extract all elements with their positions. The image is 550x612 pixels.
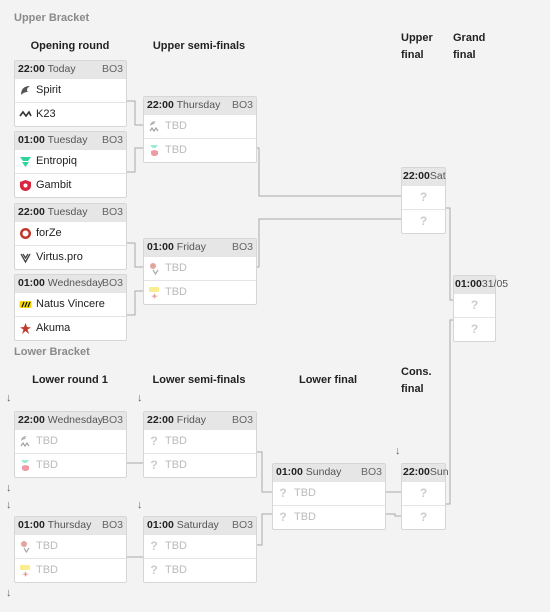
entropiq-gambit-logo-icon bbox=[147, 144, 161, 158]
team-row[interactable]: ? bbox=[454, 317, 495, 341]
match-header: 22:00Sat bbox=[402, 168, 446, 185]
team-row[interactable]: forZe bbox=[15, 221, 126, 245]
team-row[interactable]: Gambit bbox=[15, 173, 126, 197]
team-row[interactable]: TBD bbox=[144, 138, 256, 162]
team-row[interactable]: TBD bbox=[15, 558, 126, 582]
forze-virtus-pro-logo-icon bbox=[147, 262, 161, 276]
forze-virtus-pro-logo-icon bbox=[18, 540, 32, 554]
akuma-logo-icon bbox=[18, 322, 32, 336]
down-arrow-icon: ↓ bbox=[137, 499, 143, 511]
team-row[interactable]: ? bbox=[402, 505, 445, 529]
team-row[interactable]: Virtus.pro bbox=[15, 245, 126, 269]
team-row[interactable]: ?TBD bbox=[273, 505, 385, 529]
team-row[interactable]: ?TBD bbox=[144, 534, 256, 558]
team-row[interactable]: ?TBD bbox=[144, 429, 256, 453]
match-grand-final[interactable]: 01:0031/05 ? ? bbox=[453, 275, 508, 342]
unknown-team-icon: ? bbox=[150, 539, 158, 553]
navi-akuma-logo-icon bbox=[147, 286, 161, 300]
unknown-team-icon: ? bbox=[279, 510, 287, 524]
k23-logo-icon bbox=[18, 108, 32, 122]
match-header: 01:0031/05 bbox=[454, 276, 508, 293]
down-arrow-icon: ↓ bbox=[6, 482, 12, 494]
lower-final-header: Lower final bbox=[298, 374, 358, 386]
team-row[interactable]: TBD bbox=[144, 280, 256, 304]
spirit-logo-icon bbox=[18, 84, 32, 98]
unknown-team-icon: ? bbox=[150, 458, 158, 472]
team-row[interactable]: ? bbox=[402, 481, 445, 505]
team-row[interactable]: ? bbox=[454, 293, 495, 317]
unknown-team-icon: ? bbox=[150, 563, 158, 577]
team-row[interactable]: TBD bbox=[144, 256, 256, 280]
team-row[interactable]: ?TBD bbox=[144, 558, 256, 582]
team-row[interactable]: ? bbox=[402, 185, 445, 209]
down-arrow-icon: ↓ bbox=[6, 587, 12, 599]
team-row[interactable]: TBD bbox=[15, 534, 126, 558]
spirit-k23-logo-icon bbox=[18, 435, 32, 449]
lower-bracket-title: Lower Bracket bbox=[14, 346, 90, 358]
entropiq-gambit-logo-icon bbox=[18, 459, 32, 473]
upper-bracket-title: Upper Bracket bbox=[14, 12, 90, 24]
match-header: 22:00Sun bbox=[402, 464, 449, 481]
team-row[interactable]: ?TBD bbox=[144, 453, 256, 477]
team-row[interactable]: TBD bbox=[15, 429, 126, 453]
team-row[interactable]: ?TBD bbox=[273, 481, 385, 505]
team-row[interactable]: Natus Vincere bbox=[15, 292, 126, 316]
gambit-logo-icon bbox=[18, 179, 32, 193]
down-arrow-icon: ↓ bbox=[6, 392, 12, 404]
match-cons-final[interactable]: 22:00Sun ? ? bbox=[401, 463, 449, 530]
navi-akuma-logo-icon bbox=[18, 564, 32, 578]
team-row[interactable]: Akuma bbox=[15, 316, 126, 340]
team-row[interactable]: TBD bbox=[144, 114, 256, 138]
upper-semis-header: Upper semi-finals bbox=[152, 40, 246, 52]
cons-final-header: Cons.final bbox=[401, 366, 432, 395]
down-arrow-icon: ↓ bbox=[137, 392, 143, 404]
forze-logo-icon bbox=[18, 227, 32, 241]
entropiq-logo-icon bbox=[18, 155, 32, 169]
lower-round1-header: Lower round 1 bbox=[32, 374, 108, 386]
match-upper-final[interactable]: 22:00Sat ? ? bbox=[401, 167, 446, 234]
team-row[interactable]: K23 bbox=[15, 102, 126, 126]
lower-semis-header: Lower semi-finals bbox=[152, 374, 246, 386]
team-row[interactable]: Spirit bbox=[15, 78, 126, 102]
down-arrow-icon: ↓ bbox=[6, 499, 12, 511]
unknown-team-icon: ? bbox=[150, 434, 158, 448]
spirit-k23-logo-icon bbox=[147, 120, 161, 134]
down-arrow-icon: ↓ bbox=[395, 445, 401, 457]
navi-logo-icon bbox=[18, 298, 32, 312]
virtus-pro-logo-icon bbox=[18, 251, 32, 265]
team-row[interactable]: Entropiq bbox=[15, 149, 126, 173]
team-row[interactable]: TBD bbox=[15, 453, 126, 477]
team-row[interactable]: ? bbox=[402, 209, 445, 233]
opening-round-header: Opening round bbox=[30, 40, 110, 52]
unknown-team-icon: ? bbox=[279, 486, 287, 500]
